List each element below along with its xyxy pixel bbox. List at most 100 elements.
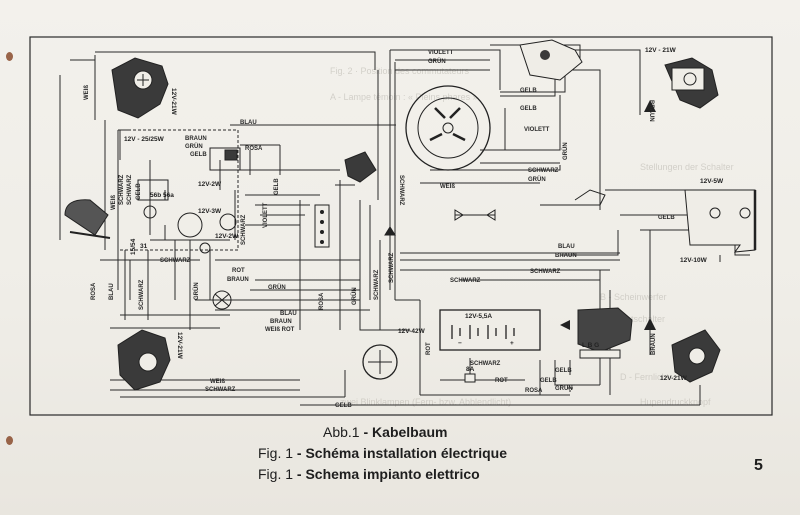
wire-label-schwarz: SCHWARZ (528, 168, 559, 174)
wire-label-gruen-4: GRÜN (268, 284, 286, 291)
caption-italian-title: Schema impianto elettrico (305, 466, 480, 482)
wire-label-rosa-2: ROSA (525, 388, 543, 394)
wire-label-schwarz-6: SCHWARZ (470, 361, 501, 367)
wire-label-gruen-2: GRÜN (528, 176, 546, 183)
label-switch-terminals: 56b 56a (150, 192, 174, 199)
caption-german-sep: - (359, 424, 373, 440)
wire-label-rosa-v: ROSA (319, 292, 325, 310)
caption-italian: Fig. 1 - Schema impianto elettrico (258, 466, 480, 482)
component-labels: 12V - 21W 12V-21W 12V-5W 12V-10W 12V - 2… (124, 47, 724, 382)
label-speedo-bulb: 12V-2W (198, 181, 222, 188)
wire-label-gruen-v: GRÜN (562, 142, 569, 160)
light-switch (519, 39, 583, 81)
caption-german: Abb.1 - Kabelbaum (323, 424, 448, 440)
label-pilot-bulb-b: 12V-2W (215, 233, 239, 240)
wire-labels: VIOLETT GRÜN GELB GELB VIOLETT SCHWARZ G… (84, 50, 675, 409)
wire-label-gelb-v: GELB (274, 178, 280, 195)
label-front-indicator-right: 12V-21W (176, 332, 183, 360)
flywheel-magneto (405, 85, 491, 171)
diagram-frame (29, 36, 773, 416)
battery (439, 309, 541, 351)
front-indicator-left (111, 57, 169, 119)
label-horn: 12V-42W (398, 328, 426, 335)
label-regulator-terminals: L B G (582, 342, 599, 349)
wire-label-braun-v2: BRAUN (651, 333, 657, 355)
wire-label-rosa: ROSA (245, 146, 263, 152)
wire-label-gelb-6: GELB (540, 378, 557, 384)
label-headlamp: 12V - 25/25W (124, 136, 165, 143)
caption-german-fig: Abb.1 (323, 424, 360, 440)
wire-label-weiss-v2: WEIß (111, 195, 117, 210)
label-terminal-31: 31 (140, 243, 148, 250)
wire-label-schwarz-v7: SCHWARZ (127, 174, 133, 205)
svg-text:D - Fernlicht: D - Fernlicht (620, 372, 670, 382)
wire-label-gruen-v2: GRÜN (351, 287, 358, 305)
caption-french-title: Schéma installation électrique (305, 445, 507, 461)
label-battery: 12V-5,5A (465, 313, 492, 320)
wire-label-gelb-4: GELB (658, 215, 675, 221)
wire-label-rot-v: ROT (426, 342, 432, 355)
rear-light (684, 189, 757, 253)
label-rear-indicator-left: 12V-21W (660, 375, 688, 382)
wire-label-braun-2: BRAUN (555, 253, 577, 259)
wire-label-braun: BRAUN (185, 136, 207, 142)
wire-label-gelb-v2: GELB (136, 183, 142, 200)
label-rear-light: 12V-5W (700, 178, 724, 185)
stop-switch (454, 189, 606, 221)
svg-text:Fig. 2 · Position des commutat: Fig. 2 · Position des commutateurs (330, 66, 470, 76)
caption-french-fig: Fig. 1 (258, 445, 294, 461)
caption-german-title: Kabelbaum (372, 424, 448, 440)
wire-label-braun-4: BRAUN (270, 319, 292, 325)
wire-label-gruen-3: GRÜN (185, 143, 203, 150)
wire-label-schwarz-4: SCHWARZ (450, 278, 481, 284)
caption-italian-sep: - (293, 466, 306, 482)
wire-label-blau-2: BLAU (558, 244, 575, 250)
wire-label-gelb-5: GELB (335, 403, 352, 409)
wire-label-rosa-v2: ROSA (91, 282, 97, 300)
wire-label-schwarz-v4: SCHWARZ (389, 252, 395, 283)
horn (64, 199, 111, 239)
label-battery-minus: − (458, 340, 462, 347)
wire-label-schwarz-3: SCHWARZ (530, 269, 561, 275)
wire-label-schwarz-v3: SCHWARZ (374, 269, 380, 300)
terminal-strip (314, 204, 330, 248)
headlamp-assembly (137, 147, 241, 254)
voltage-regulator (560, 307, 633, 359)
wire-label-violett: VIOLETT (428, 50, 454, 56)
wire-label-braun-v: BRAUN (648, 100, 654, 122)
label-front-indicator-left: 12V-21W (170, 88, 177, 116)
binder-hole-top (6, 52, 13, 61)
fuse (464, 373, 476, 383)
svg-text:B - Scheinwerfer: B - Scheinwerfer (600, 292, 667, 302)
wire-label-gelb-3: GELB (190, 152, 207, 158)
front-indicator-right (117, 329, 171, 391)
wire-label-blau: BLAU (240, 120, 257, 126)
wire-label-schwarz-v: SCHWARZ (398, 175, 404, 206)
svg-text:zwei Blinklampen (Fern- bzw. A: zwei Blinklampen (Fern- bzw. Abblendlich… (340, 397, 511, 407)
label-battery-plus: + (510, 340, 514, 347)
rear-indicator-right (664, 57, 719, 109)
show-through-text: Fig. 2 · Position des commutateurs A - L… (330, 66, 734, 407)
caption-french: Fig. 1 - Schéma installation électrique (258, 445, 507, 461)
page-number: 5 (754, 457, 763, 474)
wire-label-schwarz-2: SCHWARZ (160, 258, 191, 264)
wire-label-gruen: GRÜN (428, 58, 446, 65)
label-rear-indicator-right: 12V - 21W (645, 47, 677, 54)
wire-label-braun-3: BRAUN (227, 277, 249, 283)
wire-label-schwarz-v6: SCHWARZ (119, 174, 125, 205)
wire-label-schwarz-v2: SCHWARZ (241, 214, 247, 245)
horn-button (362, 344, 398, 380)
wire-label-weiss-v: WEIß (84, 85, 90, 100)
caption-italian-fig: Fig. 1 (258, 466, 294, 482)
wire-label-blau-3: BLAU (280, 311, 297, 317)
svg-text:A - Lampe témoin : « Pleins ph: A - Lampe témoin : « Pleins phares » (330, 92, 478, 102)
label-dimmer-terminals: 15/54 (130, 238, 137, 255)
wire-label-rot: ROT (232, 268, 245, 274)
caption-french-sep: - (293, 445, 306, 461)
wire-label-weiss-2: WEIß (210, 379, 225, 385)
wire-label-violett-v: VIOLETT (263, 202, 269, 228)
wire-label-gelb-7: GELB (555, 368, 572, 374)
svg-text:Stellungen der Schalter: Stellungen der Schalter (640, 162, 734, 172)
rectifier (212, 290, 232, 310)
